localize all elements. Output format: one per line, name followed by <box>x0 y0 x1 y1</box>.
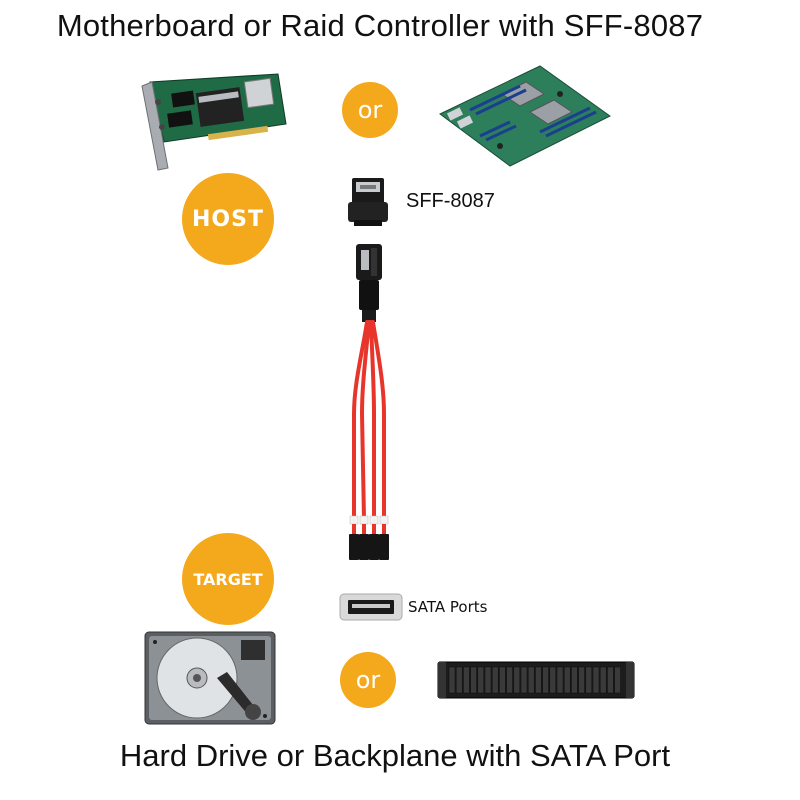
drive-bay <box>585 666 593 694</box>
drive-bay <box>499 666 506 694</box>
drive-bay <box>549 666 557 694</box>
drive-bay <box>448 666 456 694</box>
drive-bay <box>513 666 521 694</box>
drive-bay <box>520 666 528 694</box>
target-badge: TARGET <box>182 533 274 625</box>
sata-ports-label: SATA Ports <box>408 598 488 616</box>
backplane-server-image <box>437 661 635 699</box>
or-badge-bottom: or <box>340 652 396 708</box>
drive-bay <box>578 666 585 694</box>
sff-8087-label: SFF-8087 <box>406 190 495 212</box>
drive-bay <box>455 666 463 694</box>
sff-8087-connector-icon <box>348 178 388 226</box>
drive-bay <box>607 666 614 694</box>
top-title: Motherboard or Raid Controller with SFF-… <box>56 8 704 43</box>
or-badge-top: or <box>342 82 398 138</box>
host-badge: HOST <box>182 173 274 265</box>
drive-bay <box>614 666 621 694</box>
drive-bay <box>556 666 564 694</box>
drive-bay <box>484 666 492 694</box>
drive-bay <box>535 666 542 694</box>
drive-bay <box>527 666 535 694</box>
drive-bay <box>477 666 485 694</box>
drive-bay <box>563 666 571 694</box>
drive-bay <box>571 666 578 694</box>
raid-controller-card-image <box>141 73 287 171</box>
sata-port-icon <box>339 593 403 621</box>
drive-bay <box>463 666 470 694</box>
hard-drive-image <box>144 631 276 725</box>
drive-bay <box>599 666 607 694</box>
drive-bay <box>542 666 549 694</box>
drive-bay <box>491 666 499 694</box>
drive-bay <box>506 666 513 694</box>
bottom-title: Hard Drive or Backplane with SATA Port <box>119 738 671 773</box>
drive-bay <box>592 666 600 694</box>
breakout-cable-image <box>349 244 389 560</box>
motherboard-image <box>439 65 611 167</box>
drive-bay <box>470 666 477 694</box>
